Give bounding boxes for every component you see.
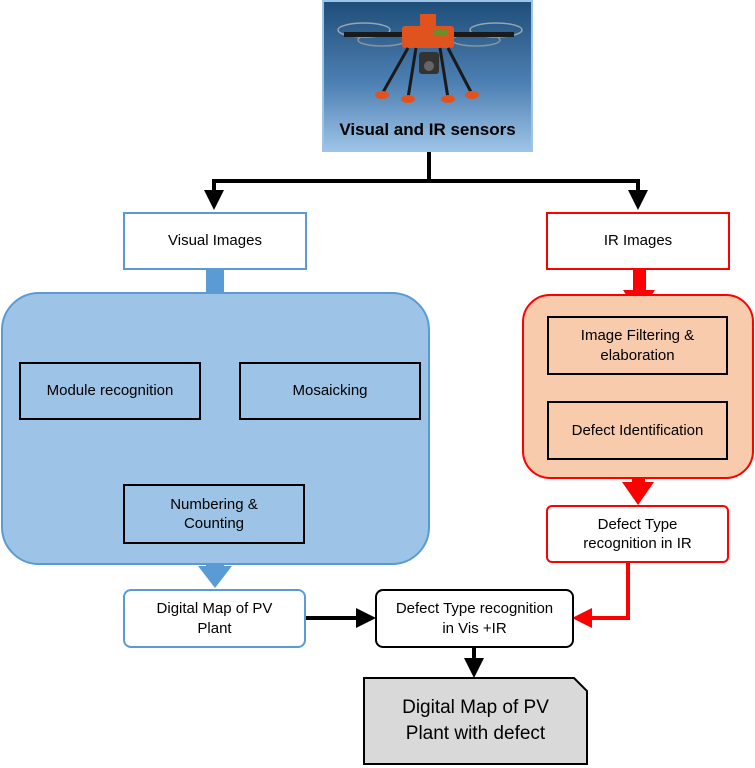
ir-images-box: IR Images (546, 212, 730, 270)
final-output-shape: Digital Map of PV Plant with defect (363, 677, 588, 765)
ir-to-merge-connector (572, 563, 630, 628)
ir-fat-arrow-top (623, 270, 655, 314)
defect-type-vis-ir-box: Defect Type recognition in Vis +IR (375, 589, 574, 648)
ir-fat-arrow-bottom (622, 460, 654, 505)
drone-image (337, 14, 523, 103)
image-filtering-box: Image Filtering & elaboration (547, 316, 728, 375)
mosaicking-box: Mosaicking (239, 362, 421, 420)
digital-map-box: Digital Map of PV Plant (123, 589, 306, 648)
sensor-split-connector (204, 152, 648, 210)
defect-identification-box: Defect Identification (547, 401, 728, 460)
defect-type-ir-box: Defect Type recognition in IR (546, 505, 729, 563)
visual-images-box: Visual Images (123, 212, 307, 270)
sensor-block: Visual and IR sensors (322, 0, 533, 152)
final-output-label: Digital Map of PV Plant with defect (402, 697, 549, 744)
sensor-label: Visual and IR sensors (339, 119, 516, 139)
numbering-counting-box: Numbering & Counting (123, 484, 305, 544)
module-recognition-box: Module recognition (19, 362, 201, 420)
